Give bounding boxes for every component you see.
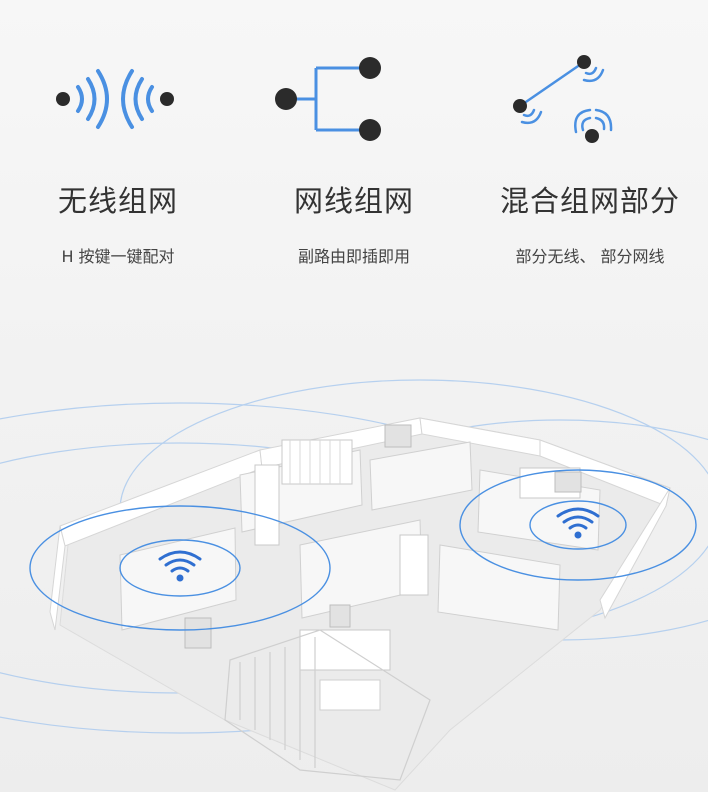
feature-wireless: 无线组网 H 按键一键配对 — [0, 0, 236, 300]
floorplan-illustration — [0, 300, 708, 792]
feature-title: 混合组网部分 — [499, 184, 680, 218]
feature-title: 无线组网 — [57, 184, 178, 218]
feature-title: 网线组网 — [293, 184, 414, 218]
feature-wired: 网线组网 副路由即插即用 — [236, 0, 472, 300]
wired-network-icon — [275, 57, 381, 141]
hybrid-network-icon — [513, 55, 613, 143]
wireless-pair-icon — [56, 69, 174, 129]
wifi-icon — [556, 507, 600, 539]
feature-panel: 无线组网 H 按键一键配对 网线组网 副路由即插即用 — [0, 0, 708, 300]
feature-subtitle: 副路由即插即用 — [297, 247, 410, 266]
wifi-icon — [158, 550, 202, 582]
feature-subtitle: 部分无线、 部分网线 — [515, 247, 665, 266]
feature-hybrid: 混合组网部分 部分无线、 部分网线 — [472, 0, 708, 300]
feature-subtitle: H 按键一键配对 — [61, 247, 175, 266]
